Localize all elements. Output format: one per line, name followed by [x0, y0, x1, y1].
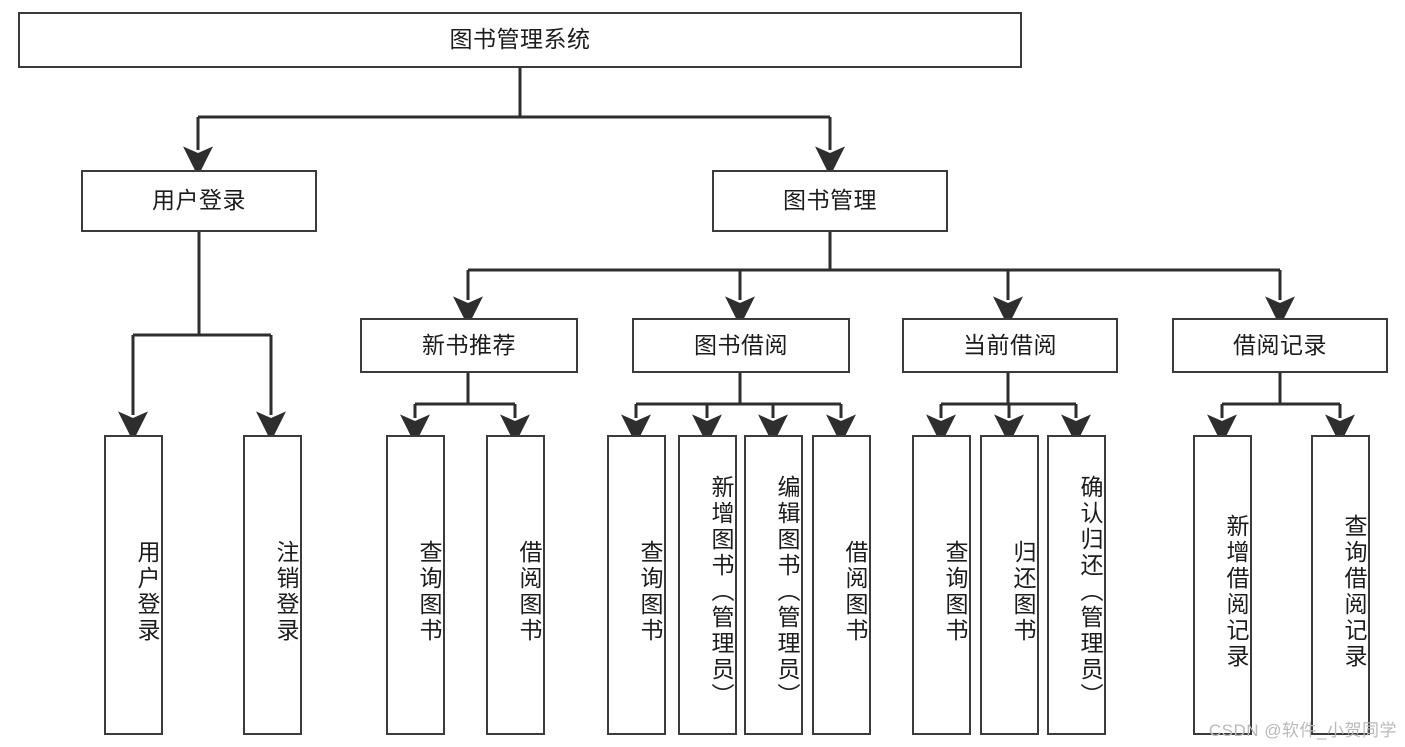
leaf-book-borrow-borrow-label: 借阅图书 — [842, 540, 868, 644]
node-book-manage[interactable]: 图书管理 — [712, 170, 948, 232]
node-new-book-recommend[interactable]: 新书推荐 — [360, 318, 578, 373]
leaf-new-book-query-label: 查询图书 — [416, 540, 442, 644]
leaf-book-borrow-borrow[interactable]: 借阅图书 — [812, 435, 871, 735]
leaf-user-login-login-label: 用户登录 — [134, 540, 160, 644]
leaf-current-borrow-return[interactable]: 归还图书 — [980, 435, 1039, 735]
node-new-book-recommend-label: 新书推荐 — [422, 331, 516, 358]
leaf-user-login-logout-label: 注销登录 — [273, 540, 299, 644]
leaf-book-borrow-edit-label: 编辑图书（管理员） — [774, 475, 800, 709]
node-root-system[interactable]: 图书管理系统 — [18, 12, 1022, 68]
leaf-current-borrow-confirm-label: 确认归还（管理员） — [1077, 475, 1103, 709]
leaf-book-borrow-add[interactable]: 新增图书（管理员） — [678, 435, 737, 735]
node-root-system-label: 图书管理系统 — [449, 26, 591, 53]
node-current-borrow-label: 当前借阅 — [963, 331, 1057, 358]
node-user-login[interactable]: 用户登录 — [81, 170, 317, 232]
leaf-new-book-query[interactable]: 查询图书 — [386, 435, 445, 735]
leaf-borrow-record-add[interactable]: 新增借阅记录 — [1193, 435, 1252, 735]
leaf-borrow-record-query[interactable]: 查询借阅记录 — [1311, 435, 1370, 735]
leaf-user-login-login[interactable]: 用户登录 — [104, 435, 163, 735]
node-user-login-label: 用户登录 — [152, 187, 246, 214]
csdn-watermark: CSDN @软件_小贺同学 — [1208, 721, 1397, 740]
leaf-book-borrow-edit[interactable]: 编辑图书（管理员） — [744, 435, 803, 735]
leaf-new-book-borrow-label: 借阅图书 — [516, 540, 542, 644]
leaf-current-borrow-query-label: 查询图书 — [942, 540, 968, 644]
leaf-book-borrow-add-label: 新增图书（管理员） — [708, 475, 734, 709]
node-borrow-record-label: 借阅记录 — [1233, 331, 1327, 358]
leaf-borrow-record-add-label: 新增借阅记录 — [1223, 514, 1249, 670]
leaf-book-borrow-query[interactable]: 查询图书 — [607, 435, 666, 735]
leaf-user-login-logout[interactable]: 注销登录 — [243, 435, 302, 735]
leaf-current-borrow-confirm[interactable]: 确认归还（管理员） — [1047, 435, 1106, 735]
leaf-new-book-borrow[interactable]: 借阅图书 — [486, 435, 545, 735]
node-book-borrow[interactable]: 图书借阅 — [632, 318, 850, 373]
leaf-current-borrow-return-label: 归还图书 — [1010, 540, 1036, 644]
leaf-current-borrow-query[interactable]: 查询图书 — [912, 435, 971, 735]
leaf-borrow-record-query-label: 查询借阅记录 — [1341, 514, 1367, 670]
leaf-book-borrow-query-label: 查询图书 — [637, 540, 663, 644]
node-book-borrow-label: 图书借阅 — [694, 331, 788, 358]
node-book-manage-label: 图书管理 — [783, 187, 877, 214]
node-current-borrow[interactable]: 当前借阅 — [902, 318, 1118, 373]
node-borrow-record[interactable]: 借阅记录 — [1172, 318, 1388, 373]
